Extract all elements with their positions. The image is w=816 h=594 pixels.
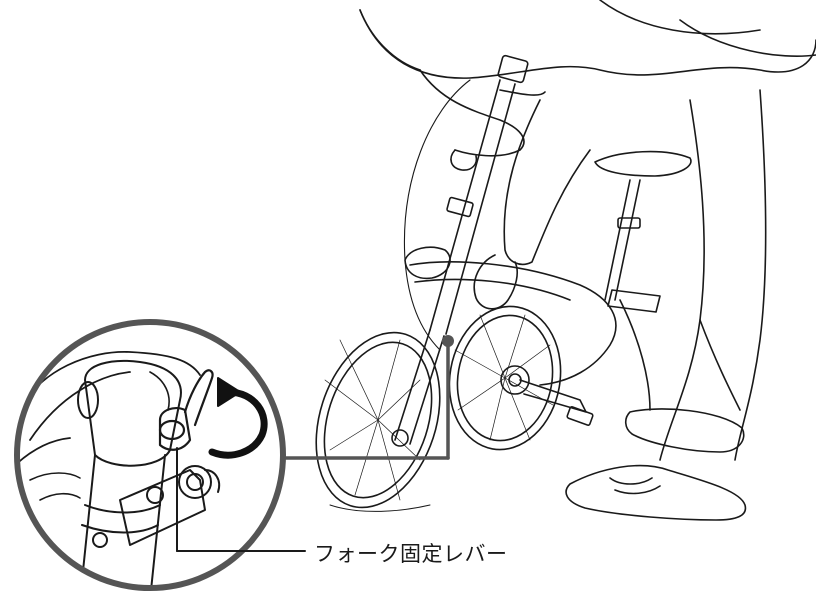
callout-anchor-dot (442, 335, 454, 347)
person-figure (359, 0, 816, 521)
rotate-arrow-icon (208, 388, 268, 459)
rear-wheel (448, 305, 562, 451)
callout-connector (283, 340, 450, 460)
fork-lock-lever-label: フォーク固定レバー (314, 542, 508, 566)
rotate-arrowhead-icon (217, 377, 241, 407)
zoom-inset (14, 319, 286, 591)
front-wheel (315, 331, 441, 509)
bike-figure (315, 54, 692, 512)
label-leader-line (176, 447, 306, 552)
